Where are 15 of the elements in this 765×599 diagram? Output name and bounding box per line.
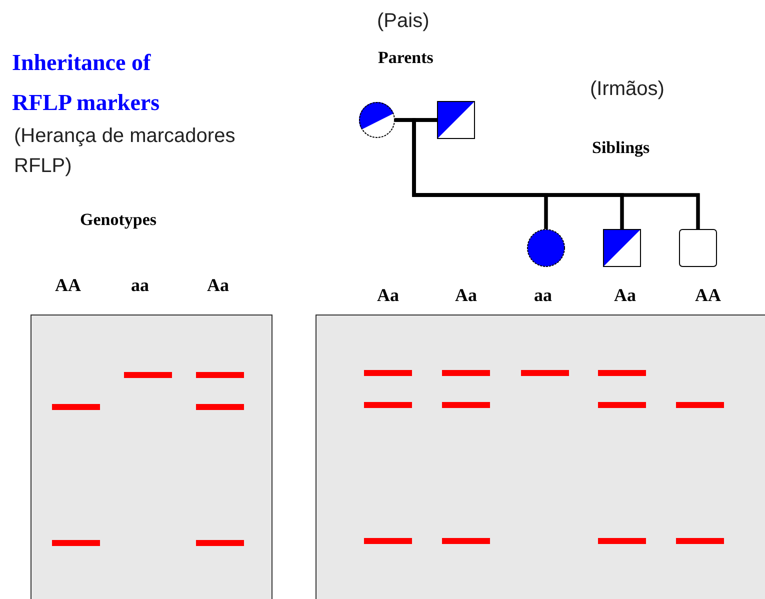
label: Parents: [378, 48, 434, 68]
genotype-label: aa: [533, 285, 553, 306]
genotype-label: aa: [130, 275, 150, 296]
label: Genotypes: [80, 210, 156, 230]
genotype-label: Aa: [206, 275, 230, 296]
genotype-label: Aa: [613, 285, 637, 306]
genotype-label: AA: [54, 275, 82, 296]
label: (Irmãos): [590, 78, 664, 101]
label: (Pais): [377, 10, 430, 33]
title: Inheritance of RFLP markers: [12, 49, 161, 117]
genotype-label: AA: [694, 285, 722, 306]
genotype-label: Aa: [376, 285, 400, 306]
label: Siblings: [592, 138, 650, 158]
genotype-label: Aa: [454, 285, 478, 306]
subtitle: (Herança de marcadores RFLP): [14, 124, 236, 179]
